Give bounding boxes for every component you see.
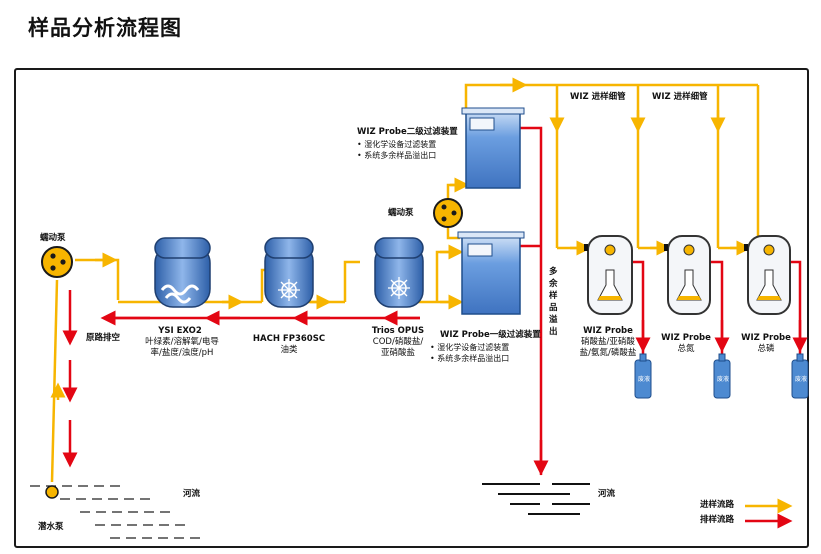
filter-secondary-title: WIZ Probe二级过滤装置: [357, 127, 458, 137]
probe-3-desc: 总磷: [757, 344, 775, 354]
river-right-label: 河流: [598, 489, 616, 499]
filter-primary-bullet: 系统多余样品溢出口: [430, 353, 509, 364]
filter-secondary-bullet: 系统多余样品溢出口: [357, 150, 436, 161]
ysi-exo2-desc: 叶绿素/溶解氧/电导 率/盐度/浊度/pH: [145, 337, 219, 358]
ysi-exo2-name: YSI EXO2: [158, 326, 202, 336]
river-left-label: 河流: [183, 489, 201, 499]
capillary-label-1: WIZ 进样细管: [570, 92, 626, 102]
filter-secondary-icon: [461, 107, 525, 189]
peristaltic-pump-left-icon: [41, 246, 73, 278]
ysi-exo2-tank-icon: [154, 237, 211, 308]
waste-bottle-1-icon: [634, 353, 652, 399]
trios-opus-tank-icon: [374, 237, 424, 308]
waste-bottle-2-icon: [713, 353, 731, 399]
hach-name: HACH FP360SC: [252, 334, 326, 344]
filter-primary-bullets: 湿化学设备过滤装置 系统多余样品溢出口: [430, 342, 509, 364]
probe-3-name: WIZ Probe: [741, 333, 791, 343]
probe-1-desc: 硝酸盐/亚硝酸 盐/氨氮/磷酸盐: [579, 337, 637, 358]
filter-primary-title: WIZ Probe一级过滤装置: [440, 330, 541, 340]
peristaltic-pump-mid-icon: [433, 198, 463, 228]
filter-primary-bullet: 湿化学设备过滤装置: [430, 342, 509, 353]
waste-bottle-3-label: 废液: [795, 376, 808, 383]
pump-mid-label: 蠕动泵: [388, 208, 414, 218]
river-right-surface: [482, 483, 590, 515]
waste-bottle-3-icon: [791, 353, 809, 399]
filter-secondary-bullet: 湿化学设备过滤装置: [357, 139, 436, 150]
hach-fp360sc-tank-icon: [264, 237, 314, 308]
legend-inlet-label: 进样流路: [700, 500, 735, 510]
pump-left-label: 蠕动泵: [40, 233, 66, 243]
page-title: 样品分析流程图: [28, 16, 182, 40]
trios-desc: COD/硝酸盐/ 亚硝酸盐: [372, 337, 424, 358]
probe-2-name: WIZ Probe: [661, 333, 711, 343]
diagram-frame: [14, 68, 809, 548]
filter-secondary-bullets: 湿化学设备过滤装置 系统多余样品溢出口: [357, 139, 436, 161]
probe-2-desc: 总氮: [677, 344, 695, 354]
legend-drain-label: 排样流路: [700, 515, 735, 525]
trios-name: Trios OPUS: [371, 326, 425, 336]
waste-bottle-1-label: 废液: [638, 376, 651, 383]
surplus-overflow-label: 多余样品溢出: [549, 267, 558, 337]
wiz-probe-1-icon: [584, 235, 633, 315]
bypass-drain-label: 原路排空: [86, 333, 121, 343]
capillary-label-2: WIZ 进样细管: [652, 92, 708, 102]
submersible-pump-icon: [45, 485, 59, 499]
wiz-probe-2-icon: [664, 235, 711, 315]
wiz-probe-3-icon: [744, 235, 791, 315]
waste-bottle-2-label: 废液: [717, 376, 730, 383]
hach-desc: 油类: [280, 345, 298, 355]
probe-1-name: WIZ Probe: [583, 326, 633, 336]
drain-flow-lines: [62, 126, 808, 476]
filter-primary-icon: [457, 231, 525, 315]
submersible-pump-label: 潜水泵: [38, 522, 64, 532]
